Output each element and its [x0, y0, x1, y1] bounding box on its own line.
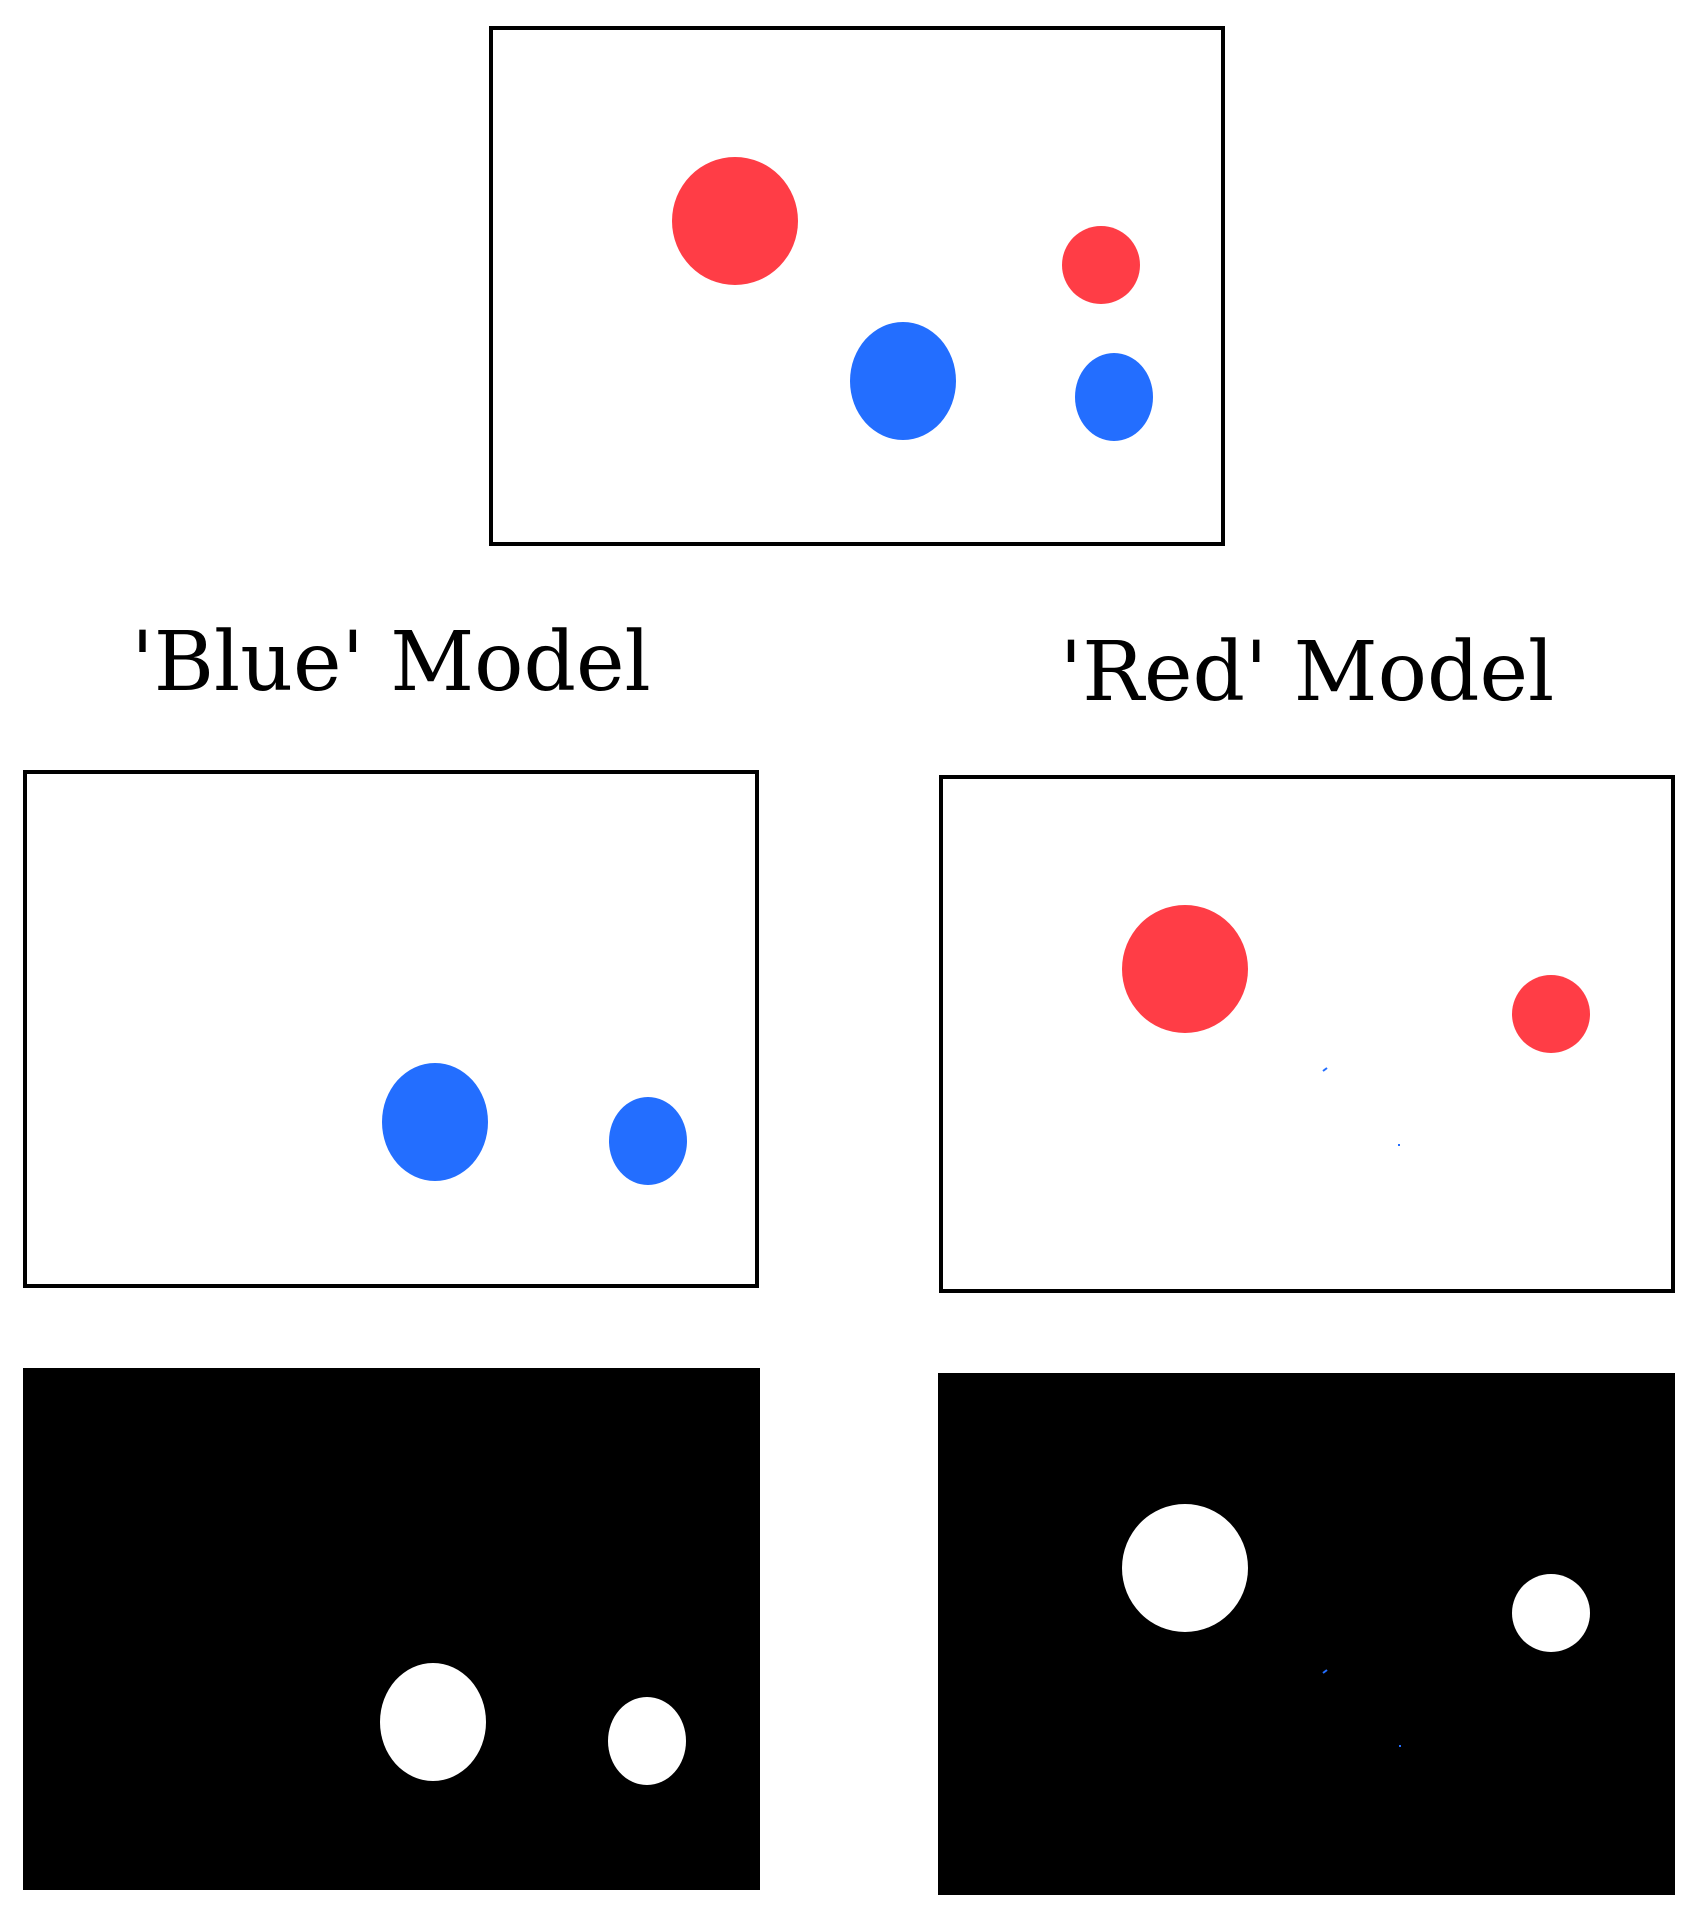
red-model-filtered-panel — [939, 775, 1675, 1293]
mask-circle-small — [1512, 1574, 1590, 1652]
red-circle-small — [1062, 226, 1140, 304]
blue-model-mask-panel — [23, 1368, 760, 1890]
mask-circle-large — [1122, 1504, 1248, 1632]
blue-circle-small — [1075, 353, 1153, 441]
red-circle-small — [1512, 975, 1590, 1053]
red-model-mask-panel — [938, 1373, 1675, 1895]
red-circle-large — [1122, 905, 1248, 1033]
blue-model-filtered-canvas — [382, 1063, 687, 1185]
blue-circle-small — [609, 1097, 687, 1185]
red-model-mask-canvas — [1122, 1504, 1590, 1747]
blue-model-filtered-panel — [23, 770, 759, 1288]
blue-speck — [1322, 1067, 1328, 1072]
red-model-heading: 'Red' Model — [1059, 625, 1555, 720]
blue-circle-large — [382, 1063, 488, 1181]
mask-circle-small — [608, 1697, 686, 1785]
red-circle-large — [672, 157, 798, 285]
mask-circle-large — [380, 1663, 486, 1781]
blue-speck — [1322, 1669, 1328, 1674]
blue-model-heading: 'Blue' Model — [131, 615, 651, 710]
red-model-filtered-canvas — [1122, 905, 1590, 1146]
original-scene-canvas — [672, 157, 1153, 441]
blue-circle-large — [850, 322, 956, 440]
original-scene-panel — [489, 26, 1225, 546]
blue-model-mask-canvas — [380, 1663, 686, 1785]
